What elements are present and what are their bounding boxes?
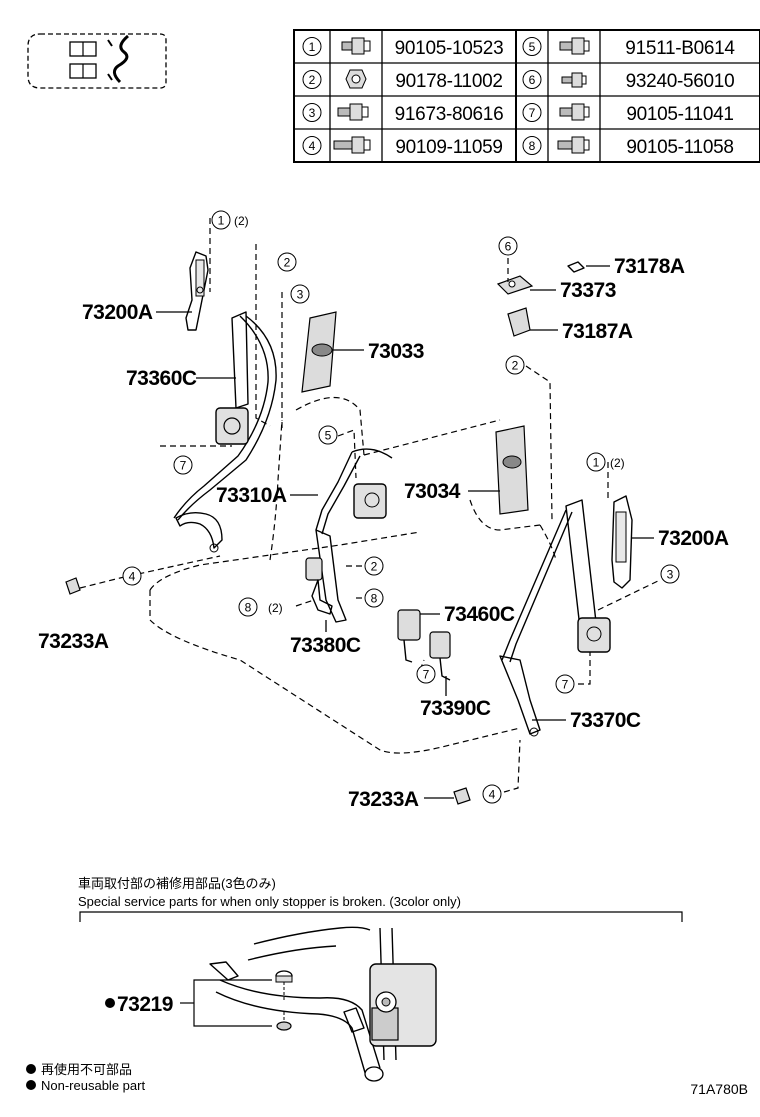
table-index: 8 [529,139,536,153]
body-outline [149,397,557,754]
table-part-number: 90109-11059 [395,137,502,158]
part-label: 73370C [570,709,641,732]
callout-number: 3 [667,568,674,582]
table-row: 4 90109-11059 8 90105-11058 [302,136,734,158]
belt-anchor-cover [65,577,81,595]
table-row: 1 90105-10523 5 91511-B0614 [302,37,736,59]
table-index: 4 [309,139,316,153]
callout-number: 2 [284,256,291,270]
table-index: 7 [529,106,536,120]
non-reusable-dot-icon [26,1080,36,1090]
part-label: 73233A [348,788,419,811]
center-buckles [397,609,451,681]
stopper-parts [275,970,293,1031]
part-label: 73390C [420,697,491,720]
table-index: 2 [309,73,316,87]
part-label: 73034 [404,480,461,503]
table-part-number: 90105-10523 [395,38,504,59]
pillar-garnish-left [301,311,337,393]
callout-number: 7 [562,678,569,692]
service-note-english: Special service parts for when only stop… [78,894,461,909]
legend: 再使用不可部品 Non-reusable part [26,1062,145,1093]
center-seatbelt-assembly [305,448,393,623]
part-label: 73310A [216,484,287,507]
bolt-icon [557,136,590,154]
retractor-webbing [173,311,277,553]
shoulder-anchor-adjuster [185,251,209,331]
callout-number: 1 [218,214,225,228]
callout-qty: (2) [610,456,625,470]
bolt-icon [559,37,590,55]
table-part-number: 93240-56010 [626,71,735,92]
callout-number: 1 [593,456,600,470]
callout-number: 8 [371,592,378,606]
center-buckle [305,557,333,615]
table-row: 3 91673-80616 7 90105-11041 [302,103,734,125]
table-index: 6 [529,73,536,87]
shoulder-anchor-adjuster-right [611,495,633,589]
bolt-icon [561,72,587,88]
part-label: 73373 [560,279,616,302]
right-seatbelt-assembly [397,495,633,805]
callout-number: 4 [489,788,496,802]
nut-icon [345,69,367,89]
top-right-parts [496,261,585,337]
callout-number: 3 [297,288,304,302]
part-label: 73033 [368,340,424,363]
callout-leaders [79,218,661,793]
part-label: 73380C [290,634,361,657]
cover-73187A [507,307,531,337]
callout-number: 5 [325,429,332,443]
fastener-table: 1 90105-10523 5 91511-B0614 2 [293,29,760,163]
service-note-japanese: 車両取付部の補修用部品(3色のみ) [78,876,276,891]
vehicle-location-icon [27,33,167,89]
part-label: 73200A [82,301,153,324]
non-reusable-dot-icon [105,998,115,1008]
callout-qty: (2) [234,214,249,228]
callout-number: 2 [512,359,519,373]
callout-number: 8 [245,601,252,615]
callout-number: 7 [423,668,430,682]
table-index: 1 [309,40,316,54]
callouts: 1 (2) 2 3 7 4 5 2 8 (2) 8 6 2 1 (2) 3 7 … [122,210,680,804]
table-part-number: 90178-11002 [395,71,502,92]
part-label: 73187A [562,320,633,343]
part-label: 73200A [658,527,729,550]
bolt-icon [333,136,371,154]
part-label: 73460C [444,603,515,626]
legend-english: Non-reusable part [41,1078,145,1093]
part-label: 73360C [126,367,197,390]
table-part-number: 91511-B0614 [625,38,735,59]
part-labels: 73200A 73360C 73033 73310A 73233A 73380C… [38,255,729,811]
clip-73178A [567,261,585,273]
table-row: 2 90178-11002 6 93240-56010 [302,69,735,92]
table-index: 3 [309,106,316,120]
table-part-number: 91673-80616 [395,104,504,125]
bolt-icon [337,103,369,121]
service-parts-section: 車両取付部の補修用部品(3色のみ) Special service parts … [78,876,683,1082]
part-label: 73178A [614,255,685,278]
non-reusable-dot-icon [26,1064,36,1074]
callout-qty: (2) [268,601,283,615]
bolt-icon [341,37,371,55]
callout-number: 4 [129,570,136,584]
part-label: 73233A [38,630,109,653]
table-part-number: 90105-11041 [626,104,733,125]
callout-number: 6 [505,240,512,254]
legend-japanese: 再使用不可部品 [41,1062,132,1077]
label-leaders [156,265,654,799]
part-label: 73219 [117,993,173,1016]
left-seatbelt-assembly [65,251,337,595]
pillar-garnish-right [495,425,529,515]
table-index: 5 [529,40,536,54]
stopper-detail-drawing [209,926,437,1082]
belt-anchor-cover-bottom [453,787,471,805]
callout-number: 7 [180,459,187,473]
table-part-number: 90105-11058 [626,137,733,158]
bolt-icon [559,103,590,121]
callout-number: 2 [371,560,378,574]
diagram-id: 71A780B [690,1081,748,1097]
